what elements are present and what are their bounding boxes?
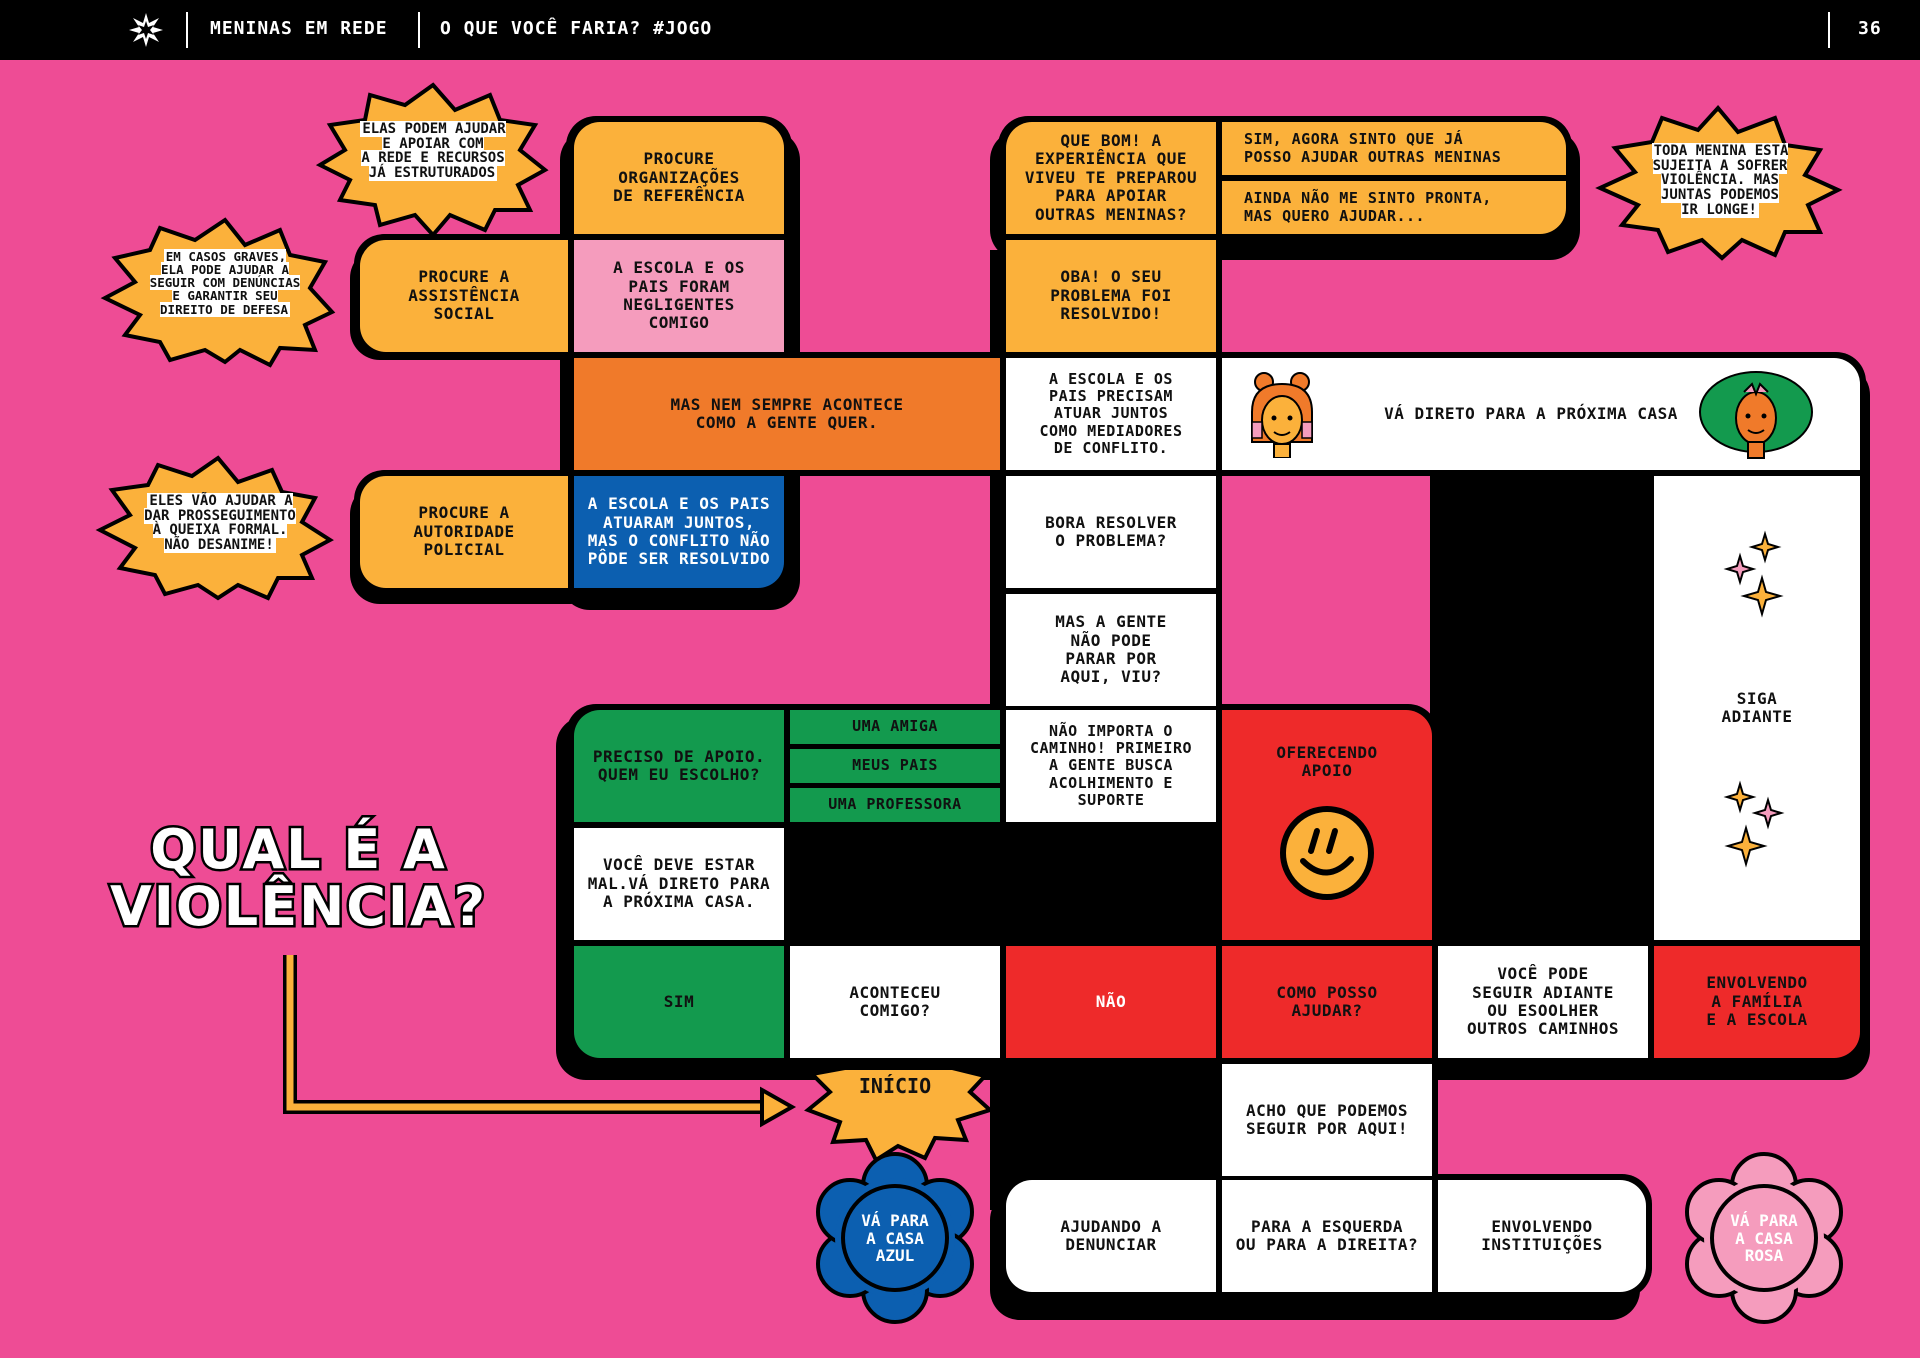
cell-aconteceu[interactable]: ACONTECEU COMIGO? (790, 946, 1000, 1058)
flower-pink-label[interactable]: VÁ PARA A CASA ROSA (1730, 1211, 1798, 1266)
cell-label: OFERECENDO APOIO (1276, 743, 1378, 781)
starburst-logo-icon (129, 13, 163, 47)
cell-procure-policial[interactable]: PROCURE A AUTORIDADE POLICIAL (360, 476, 568, 588)
cell-nao-importa[interactable]: NÃO IMPORTA O CAMINHO! PRIMEIRO A GENTE … (1006, 710, 1216, 822)
girl-orange-hair-icon (1251, 372, 1313, 458)
cell-ajudando[interactable]: AJUDANDO A DENUNCIAR (1006, 1180, 1216, 1292)
cell-uma-professora[interactable]: UMA PROFESSORA (790, 788, 1000, 822)
burst-help-text: ELAS PODEM AJUDAR E APOIAR COM A REDE E … (360, 121, 506, 182)
burst-formal-text: ELES VÃO AJUDAR A DAR PROSSEGUIMENTO À Q… (144, 493, 296, 554)
pink-flower (1685, 1152, 1843, 1324)
top-bar: MENINAS EM REDE O QUE VOCÊ FARIA? #JOGO … (0, 0, 1920, 60)
cell-bora[interactable]: BORA RESOLVER O PROBLEMA? (1006, 476, 1216, 588)
cell-escola-precisam[interactable]: A ESCOLA E OS PAIS PRECISAM ATUAR JUNTOS… (1006, 358, 1216, 470)
cell-siga-adiante[interactable]: SIGA ADIANTE (1654, 476, 1860, 940)
divider (1828, 12, 1830, 48)
cell-sim[interactable]: SIM (574, 946, 784, 1058)
cell-nao[interactable]: NÃO (1006, 946, 1216, 1058)
divider (186, 12, 188, 48)
sparkles-icon (1723, 530, 1784, 618)
cell-procure-organizacoes[interactable]: PROCURE ORGANIZAÇÕES DE REFERÊNCIA (574, 122, 784, 234)
divider (418, 12, 420, 48)
cell-preciso[interactable]: PRECISO DE APOIO. QUEM EU ESCOLHO? (574, 710, 784, 822)
start-label[interactable]: INÍCIO (858, 1074, 932, 1098)
sparkles-icon (1723, 780, 1785, 868)
page-title: QUAL É A VIOLÊNCIA? (107, 818, 488, 938)
smiley-face-icon (1280, 805, 1374, 900)
burst-graves-text: EM CASOS GRAVES, ELA PODE AJUDAR A SEGUI… (149, 249, 301, 317)
burst-toda-text: TODA MENINA ESTÁ SUJEITA A SOFRER VIOLÊN… (1651, 143, 1789, 218)
cell-acho[interactable]: ACHO QUE PODEMOS SEGUIR POR AQUI! (1222, 1064, 1432, 1176)
cell-esquerda-direita[interactable]: PARA A ESQUERDA OU PARA A DIREITA? (1222, 1180, 1432, 1292)
cell-va-direto-proxima[interactable]: VÁ DIRETO PARA A PRÓXIMA CASA (1222, 358, 1860, 470)
cell-que-bom[interactable]: QUE BOM! A EXPERIÊNCIA QUE VIVEU TE PREP… (1006, 122, 1216, 234)
flower-blue-label[interactable]: VÁ PARA A CASA AZUL (861, 1211, 929, 1266)
cell-escola-juntos[interactable]: A ESCOLA E OS PAIS ATUARAM JUNTOS, MAS O… (574, 476, 784, 588)
cell-voce-deve[interactable]: VOCÊ DEVE ESTAR MAL.VÁ DIRETO PARA A PRÓ… (574, 828, 784, 940)
cell-mas-nem-sempre[interactable]: MAS NEM SEMPRE ACONTECE COMO A GENTE QUE… (574, 358, 1000, 470)
cell-escola-negligentes[interactable]: A ESCOLA E OS PAIS FORAM NEGLIGENTES COM… (574, 240, 784, 352)
cell-mas-a-gente[interactable]: MAS A GENTE NÃO PODE PARAR POR AQUI, VIU… (1006, 594, 1216, 706)
cell-procure-assistencia[interactable]: PROCURE A ASSISTÊNCIA SOCIAL (360, 240, 568, 352)
cell-sim-agora[interactable]: SIM, AGORA SINTO QUE JÁ POSSO AJUDAR OUT… (1222, 122, 1566, 175)
cell-envolvendo-familia[interactable]: ENVOLVENDO A FAMÍLIA E A ESCOLA (1654, 946, 1860, 1058)
cell-label: VÁ DIRETO PARA A PRÓXIMA CASA (1384, 403, 1678, 423)
page-subtitle: O QUE VOCÊ FARIA? #JOGO (440, 18, 713, 39)
blue-flower (816, 1152, 974, 1324)
cell-voce-pode[interactable]: VOCÊ PODE SEGUIR ADIANTE OU ESOOLHER OUT… (1438, 946, 1648, 1058)
cell-como-posso[interactable]: COMO POSSO AJUDAR? (1222, 946, 1432, 1058)
cell-meus-pais[interactable]: MEUS PAIS (790, 749, 1000, 783)
cell-uma-amiga[interactable]: UMA AMIGA (790, 710, 1000, 744)
cell-label: SIGA ADIANTE (1721, 688, 1793, 726)
cell-oferecendo-apoio[interactable]: OFERECENDO APOIO (1222, 710, 1432, 940)
girl-green-hair-icon (1699, 371, 1813, 459)
section-title: MENINAS EM REDE (210, 18, 388, 39)
cell-instituicoes[interactable]: ENVOLVENDO INSTITUIÇÕES (1438, 1180, 1646, 1292)
cell-oba[interactable]: OBA! O SEU PROBLEMA FOI RESOLVIDO! (1006, 240, 1216, 352)
page-number: 36 (1858, 18, 1882, 39)
cell-ainda-nao[interactable]: AINDA NÃO ME SINTO PRONTA, MAS QUERO AJU… (1222, 181, 1566, 234)
